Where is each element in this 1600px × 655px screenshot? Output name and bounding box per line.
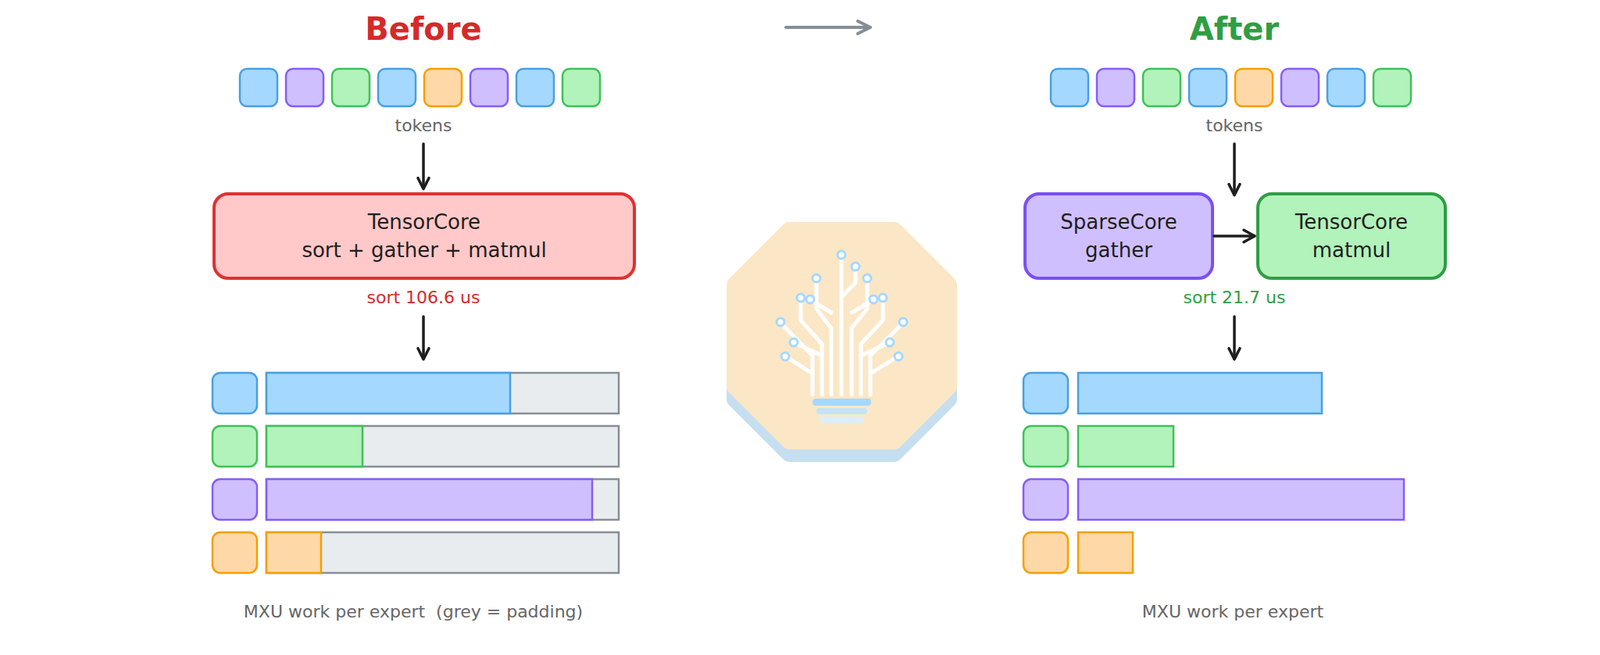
expert-bars	[1023, 372, 1404, 573]
box-title: TensorCore	[367, 207, 481, 236]
expert-swatch	[1023, 425, 1068, 467]
process-box: SparseCoregather	[1023, 192, 1215, 280]
timing-label: sort 21.7 us	[1183, 287, 1286, 308]
flow-arrow	[421, 143, 425, 188]
circuit-trace	[839, 258, 844, 395]
connector-arrow	[1214, 229, 1255, 242]
expert-swatch	[1023, 372, 1068, 414]
circuit-node	[885, 338, 894, 347]
box-subtitle: gather	[1085, 235, 1153, 265]
box-subtitle: sort + gather + matmul	[301, 235, 547, 265]
circuit-node	[899, 317, 908, 326]
circuit-node	[806, 295, 815, 304]
token	[378, 68, 416, 107]
bulb-base	[816, 407, 868, 415]
expert-swatch	[212, 532, 258, 573]
transition-arrow	[785, 25, 869, 29]
padding-bar	[266, 372, 619, 414]
token	[1142, 68, 1181, 107]
circuit-trace	[813, 301, 832, 313]
circuit-trace	[851, 301, 871, 313]
arrow-head	[1243, 229, 1255, 242]
flow-arrow	[421, 316, 425, 358]
token	[239, 68, 278, 107]
bulb-base	[812, 398, 872, 406]
token	[332, 68, 370, 107]
flow-arrow	[1232, 316, 1236, 358]
timing-label: sort 106.6 us	[367, 287, 481, 308]
process-box: TensorCoresort + gather + matmul	[212, 192, 636, 280]
work-bar	[1078, 425, 1174, 467]
bulb-base	[820, 416, 864, 423]
token	[516, 68, 554, 107]
padding-bar	[266, 532, 619, 573]
expert-swatch	[212, 425, 258, 467]
circuit-node	[776, 317, 785, 326]
flow-arrow	[1232, 143, 1236, 194]
work-bar	[266, 372, 511, 414]
work-bar	[1078, 532, 1133, 573]
circuit-node	[894, 352, 903, 361]
work-bar	[1078, 478, 1404, 520]
expert-swatch	[212, 372, 258, 414]
expert-swatch	[1023, 532, 1068, 573]
circuit-node	[878, 293, 887, 302]
circuit-node	[789, 338, 798, 347]
circuit-lines	[782, 258, 901, 395]
circuit-node	[837, 250, 846, 259]
token	[562, 68, 600, 107]
work-bar	[266, 532, 322, 573]
circuit-trace	[816, 282, 832, 395]
token-label: tokens	[1206, 115, 1264, 136]
token	[1281, 68, 1319, 107]
circuit-trace	[870, 357, 896, 374]
chart-caption: MXU work per expert	[1142, 601, 1324, 622]
padding-bar	[266, 425, 619, 467]
connector-line	[1214, 234, 1255, 238]
circuit-node	[863, 274, 872, 283]
bulb-logo	[734, 229, 950, 454]
token	[285, 68, 324, 107]
circuit-trace	[796, 343, 822, 356]
token	[1235, 68, 1273, 107]
work-bar	[1078, 372, 1322, 414]
circuit-trace	[788, 357, 813, 374]
expert-swatch	[212, 478, 258, 520]
work-bar	[266, 425, 363, 467]
box-title: TensorCore	[1295, 207, 1408, 236]
section-heading: After	[1189, 10, 1279, 47]
circuit-nodes	[776, 250, 908, 361]
expert-swatch	[1023, 478, 1068, 520]
work-bar	[266, 478, 593, 520]
token	[1189, 68, 1227, 107]
token	[1373, 68, 1411, 107]
token	[1327, 68, 1365, 107]
token-row	[1050, 68, 1411, 107]
process-box: TensorCorematmul	[1256, 192, 1447, 280]
logo-body	[734, 229, 950, 442]
circuit-node	[869, 295, 878, 304]
box-subtitle: matmul	[1312, 235, 1391, 265]
circuit-node	[812, 274, 821, 283]
circuit-node	[781, 352, 790, 361]
expert-bars	[212, 372, 619, 573]
token	[1050, 68, 1089, 107]
token	[424, 68, 462, 107]
token-label: tokens	[395, 115, 453, 136]
padding-bar	[266, 478, 619, 520]
chart-caption: MXU work per expert (grey = padding)	[243, 601, 583, 622]
box-title: SparseCore	[1060, 207, 1177, 236]
token-row	[239, 68, 600, 107]
section-heading: Before	[364, 10, 482, 47]
token	[470, 68, 508, 107]
circuit-node	[796, 293, 805, 302]
token	[1096, 68, 1135, 107]
circuit-node	[851, 262, 860, 271]
circuit-trace	[841, 270, 856, 297]
